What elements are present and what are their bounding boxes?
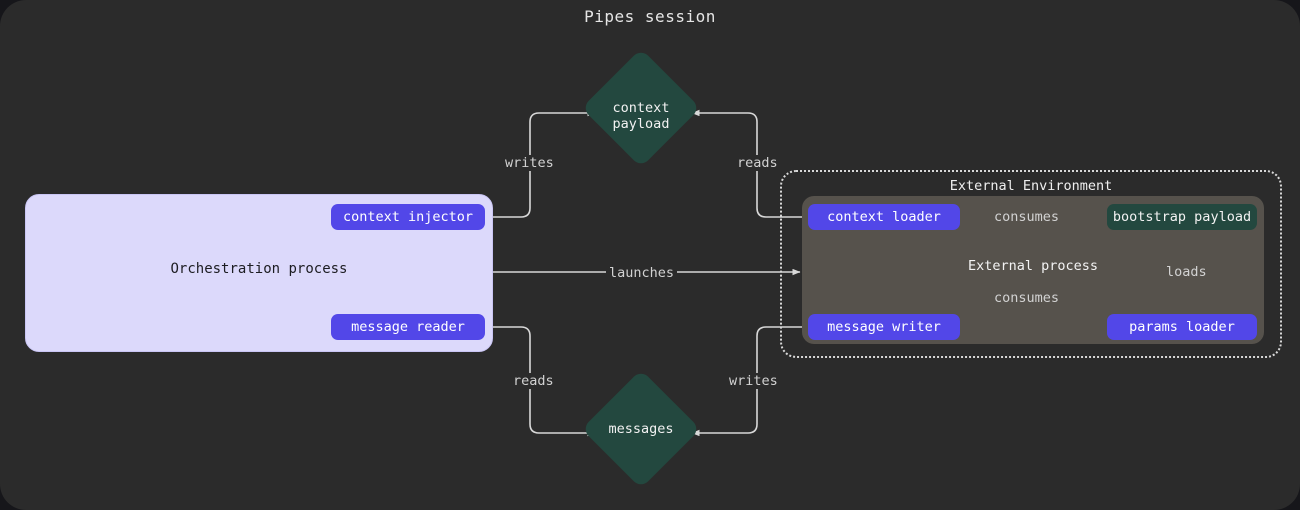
- edge-label-launches: launches: [606, 265, 678, 281]
- edge-label-consumes-message: consumes: [991, 290, 1063, 306]
- edge-label-reads-context: reads: [734, 155, 781, 171]
- node-message-reader[interactable]: message reader: [331, 314, 485, 340]
- external-environment-boundary: External Environment: [780, 170, 1282, 358]
- external-environment-label: External Environment: [949, 178, 1113, 194]
- external-process-label: External process: [967, 258, 1099, 274]
- edge-label-writes-messages: writes: [726, 373, 781, 389]
- node-message-writer[interactable]: message writer: [808, 314, 960, 340]
- store-context-payload-line2: payload: [612, 116, 670, 132]
- store-context-payload-label: context payload: [561, 100, 721, 132]
- edge-label-reads-messages: reads: [510, 373, 557, 389]
- store-messages-line1: messages: [608, 421, 674, 437]
- edge-label-writes-context: writes: [502, 155, 557, 171]
- node-params-loader[interactable]: params loader: [1107, 314, 1257, 340]
- store-messages-label: messages: [561, 421, 721, 437]
- page-title: Pipes session: [584, 7, 716, 26]
- edge-label-consumes-context: consumes: [991, 209, 1063, 225]
- node-context-loader[interactable]: context loader: [808, 204, 960, 230]
- node-bootstrap-payload[interactable]: bootstrap payload: [1107, 204, 1257, 230]
- edge-label-loads-params: loads: [1163, 264, 1210, 280]
- node-context-injector[interactable]: context injector: [331, 204, 485, 230]
- orchestration-process-label: Orchestration process: [170, 261, 348, 277]
- store-context-payload-line1: context: [612, 100, 670, 116]
